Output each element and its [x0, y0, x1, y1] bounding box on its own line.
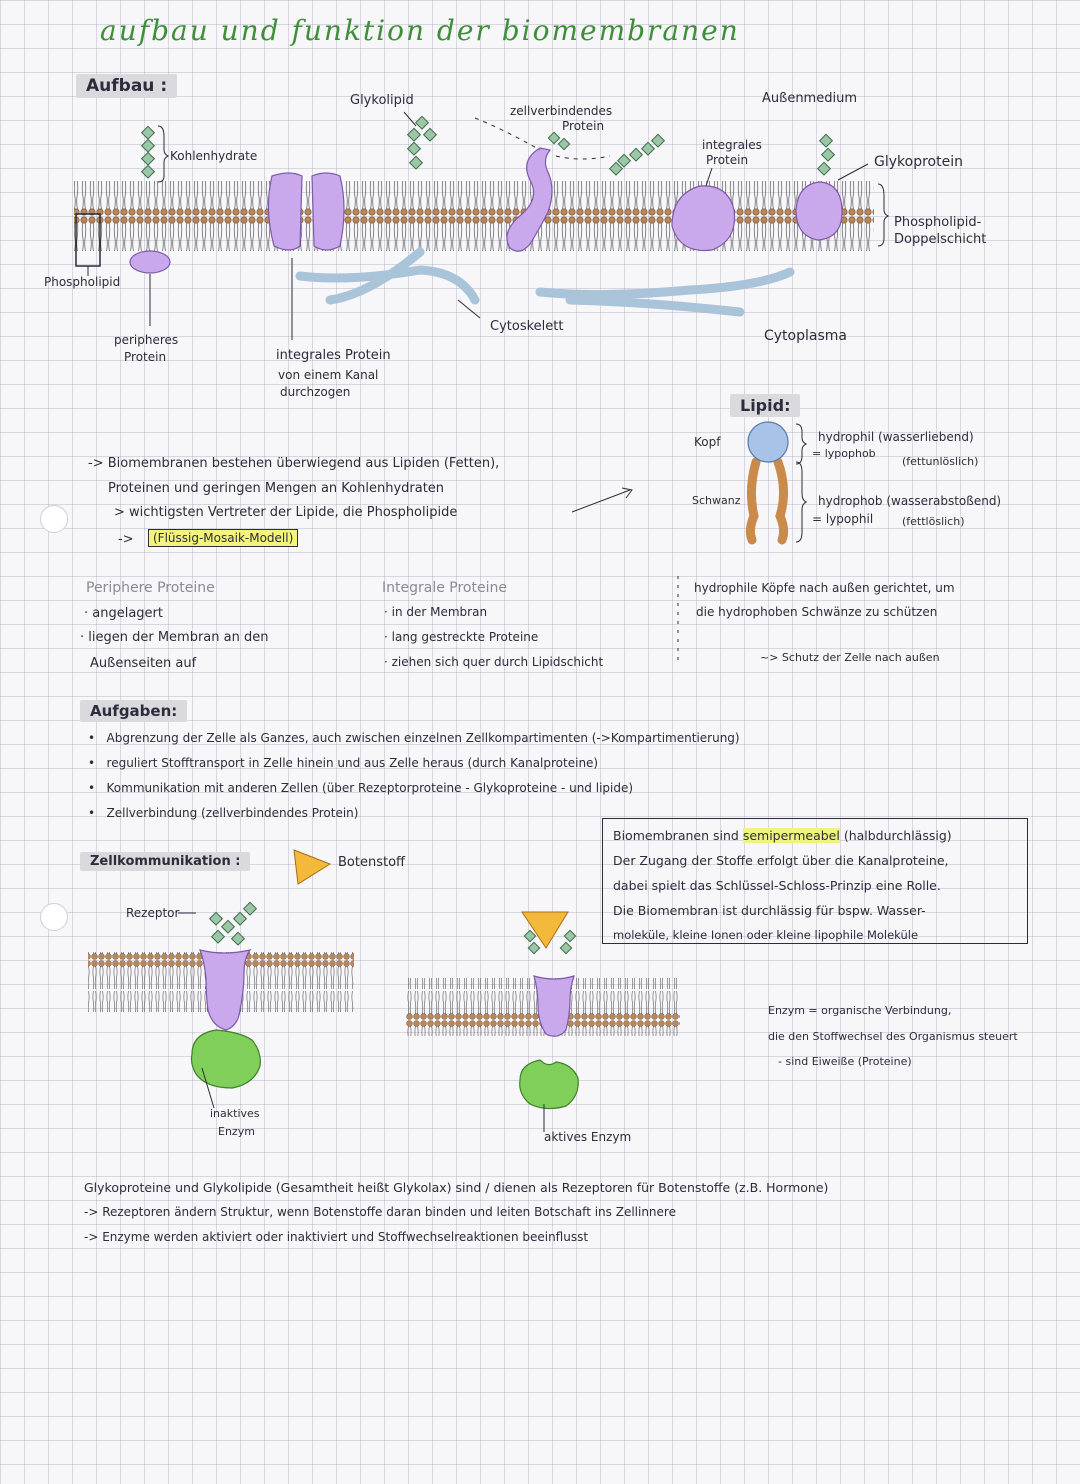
semipermeabel-term: semipermeabel	[742, 828, 840, 843]
summary-line4-arrow: ->	[118, 532, 134, 547]
aufgaben-item-2-text: reguliert Stofftransport in Zelle hinein…	[106, 756, 599, 770]
semipermeabel-line1: Biomembranen sind semipermeabel (halbdur…	[613, 823, 1017, 848]
label-kopf: Kopf	[694, 435, 721, 449]
integrale-item-2: · lang gestreckte Proteine	[384, 630, 539, 644]
label-kohlenhydrate: Kohlenhydrate	[170, 149, 258, 163]
label-botenstoff: Botenstoff	[338, 855, 405, 870]
aufgaben-item-2: • reguliert Stofftransport in Zelle hine…	[88, 756, 599, 770]
semipermeabel-line5: moleküle, kleine Ionen oder kleine lipop…	[613, 928, 919, 942]
label-aktiv: aktives Enzym	[544, 1130, 632, 1144]
aufgaben-item-4-text: Zellverbindung (zellverbindendes Protein…	[106, 806, 359, 820]
lipid-tail-line2b: (fettlöslich)	[902, 515, 965, 528]
lipid-head-line2b: (fettunlöslich)	[902, 455, 979, 468]
periphere-item-2: · liegen der Membran an den	[80, 630, 269, 645]
inactive-enzyme	[190, 1029, 261, 1089]
label-aussenmedium: Außenmedium	[762, 91, 857, 106]
lipid-head-line2: = lypophob	[812, 447, 876, 460]
label-zellverbindendes-1: zellverbindendes	[510, 104, 613, 118]
heading-zellkommunikation: Zellkommunikation :	[80, 852, 251, 871]
model-highlight: (Flüssig-Mosaik-Modell)	[148, 529, 299, 547]
semipermeabel-line1-a: Biomembranen sind	[613, 828, 743, 843]
punch-hole-top	[40, 505, 68, 533]
label-phospholipid-doppel-1: Phospholipid-	[894, 215, 982, 230]
messenger-bound	[521, 911, 569, 949]
lipid-illustration	[745, 421, 808, 545]
heading-lipid: Lipid:	[730, 394, 801, 417]
label-kanal-1: integrales Protein	[276, 348, 391, 363]
heading-periphere: Periphere Proteine	[86, 580, 215, 596]
periphere-item-3: Außenseiten auf	[90, 656, 197, 671]
label-phospholipid: Phospholipid	[44, 275, 121, 289]
label-kanal-2: von einem Kanal	[278, 368, 379, 382]
lipid-tail-line2: = lypophil	[812, 512, 874, 526]
enzym-note-2: die den Stoffwechsel des Organismus steu…	[768, 1030, 1018, 1043]
aufgaben-item-3: • Kommunikation mit anderen Zellen (über…	[88, 781, 634, 795]
integrale-item-1: · in der Membran	[384, 605, 488, 619]
bottom-line3: -> Enzyme werden aktiviert oder inaktivi…	[84, 1230, 589, 1244]
label-inaktiv-2: Enzym	[218, 1125, 255, 1138]
label-phospholipid-doppel-2: Doppelschicht	[894, 232, 987, 247]
label-schwanz: Schwanz	[692, 494, 741, 507]
cell-connecting-protein	[506, 147, 553, 252]
semipermeabel-line2: Der Zugang der Stoffe erfolgt über die K…	[613, 853, 949, 868]
label-peripheres-1: peripheres	[114, 333, 179, 347]
enzym-note-1: Enzym = organische Verbindung,	[768, 1004, 952, 1017]
semipermeabel-box: Biomembranen sind semipermeabel (halbdur…	[602, 818, 1028, 944]
label-zellverbindendes-2: Protein	[562, 119, 605, 133]
glycoprotein-body	[795, 181, 843, 241]
semipermeabel-line1-c: (halbdurchlässig)	[839, 828, 952, 843]
label-kanal-3: durchzogen	[280, 385, 351, 399]
semipermeabel-line3: dabei spielt das Schlüssel-Schloss-Prinz…	[613, 878, 941, 893]
aufgaben-item-1-text: Abgrenzung der Zelle als Ganzes, auch zw…	[106, 731, 740, 745]
label-peripheres-2: Protein	[124, 350, 167, 364]
hydrophil-note-3: ~> Schutz der Zelle nach außen	[760, 651, 940, 664]
receptor-protein-1	[199, 949, 252, 1031]
label-glykolipid: Glykolipid	[350, 93, 414, 108]
receptor-protein-2	[533, 975, 575, 1037]
lipid-tail-line1: hydrophob (wasserabstoßend)	[818, 494, 1002, 508]
enzym-note-3: - sind Eiweiße (Proteine)	[778, 1055, 912, 1068]
label-integrales-2: Protein	[706, 153, 749, 167]
channel-protein	[267, 172, 345, 251]
bottom-line1: Glykoproteine und Glykolipide (Gesamthei…	[84, 1180, 829, 1195]
bottom-line2: -> Rezeptoren ändern Struktur, wenn Bote…	[84, 1205, 676, 1219]
label-rezeptor: Rezeptor	[126, 906, 180, 920]
hydrophil-note-1: hydrophile Köpfe nach außen gerichtet, u…	[694, 581, 955, 595]
cytoskeleton	[295, 247, 795, 317]
label-cytoplasma: Cytoplasma	[764, 328, 847, 344]
label-glykoprotein: Glykoprotein	[874, 154, 963, 170]
summary-line1: -> Biomembranen bestehen überwiegend aus…	[88, 456, 500, 471]
phospholipid-bilayer	[74, 180, 874, 252]
label-integrales-1: integrales	[702, 138, 762, 152]
lipid-head-line1: hydrophil (wasserliebend)	[818, 430, 974, 444]
label-cytoskelett: Cytoskelett	[490, 319, 564, 334]
semipermeabel-line4: Die Biomembran ist durchlässig für bspw.…	[613, 903, 926, 918]
heading-aufbau: Aufbau :	[76, 74, 178, 98]
heading-aufgaben: Aufgaben:	[80, 700, 188, 722]
integrale-item-3: · ziehen sich quer durch Lipidschicht	[384, 655, 604, 669]
aufgaben-item-1: • Abgrenzung der Zelle als Ganzes, auch …	[88, 731, 740, 745]
summary-line2: Proteinen und geringen Mengen an Kohlenh…	[108, 481, 445, 496]
aufgaben-item-3-text: Kommunikation mit anderen Zellen (über R…	[106, 781, 634, 795]
punch-hole-bottom	[40, 903, 68, 931]
periphere-item-1: · angelagert	[84, 606, 163, 621]
page-title: aufbau und funktion der biomembranen	[100, 14, 740, 47]
peripheral-protein	[129, 250, 171, 274]
aufgaben-item-4: • Zellverbindung (zellverbindendes Prote…	[88, 806, 359, 820]
label-inaktiv-1: inaktives	[210, 1107, 260, 1120]
integral-protein	[671, 185, 736, 252]
carbohydrate-chains	[140, 115, 836, 955]
summary-line3: > wichtigsten Vertreter der Lipide, die …	[114, 505, 458, 520]
active-enzyme	[519, 1059, 579, 1110]
hydrophil-note-2: die hydrophoben Schwänze zu schützen	[696, 605, 938, 619]
heading-integrale: Integrale Proteine	[382, 580, 507, 596]
messenger-triangle	[293, 849, 332, 885]
